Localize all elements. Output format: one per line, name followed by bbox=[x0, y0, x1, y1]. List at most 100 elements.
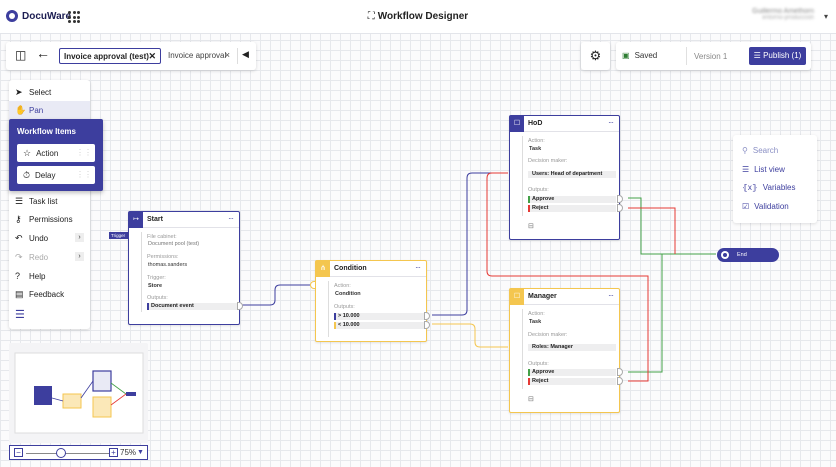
output-port[interactable] bbox=[617, 368, 623, 376]
node-end[interactable]: End bbox=[717, 248, 779, 262]
delay-item[interactable]: ⏱Delay ⋮⋮ bbox=[17, 166, 95, 184]
key-icon: ⚷ bbox=[15, 214, 22, 224]
more-options-icon[interactable]: ··· bbox=[608, 118, 614, 127]
end-icon bbox=[721, 251, 729, 259]
divider bbox=[686, 47, 687, 65]
divider bbox=[328, 281, 329, 337]
workflow-items-panel: Workflow Items ☆Action ⋮⋮ ⏱Delay ⋮⋮ bbox=[9, 119, 103, 191]
close-icon[interactable]: ✕ bbox=[148, 51, 156, 61]
node-hod[interactable]: ☐ HoD ··· Action: Task Decision maker: U… bbox=[509, 115, 623, 240]
trigger-badge[interactable]: Trigger bbox=[109, 232, 129, 239]
layout-toggle-icon[interactable]: ◫ bbox=[15, 48, 27, 62]
publish-button[interactable]: ☰ Publish (1) bbox=[749, 47, 806, 65]
sidebar-collapse[interactable]: ☰ bbox=[9, 306, 90, 324]
condition-icon: ⋔ bbox=[316, 261, 330, 277]
zoom-slider-thumb[interactable] bbox=[56, 448, 66, 458]
publish-icon: ☰ bbox=[753, 51, 761, 60]
node-start[interactable]: ↦ Start ··· File cabinet: Document pool … bbox=[128, 211, 243, 325]
output-port[interactable] bbox=[237, 302, 243, 310]
hand-icon: ✋ bbox=[15, 105, 27, 115]
output-less[interactable]: < 10.000 bbox=[334, 322, 424, 329]
divider bbox=[522, 136, 523, 216]
input-port[interactable] bbox=[310, 281, 316, 289]
timer-icon: ⏱ bbox=[23, 170, 31, 180]
sidebar-item-feedback[interactable]: ▤Feedback bbox=[9, 285, 90, 303]
chevron-down-icon[interactable]: ▼ bbox=[137, 449, 144, 456]
output-approve[interactable]: Approve bbox=[528, 369, 616, 376]
start-icon: ↦ bbox=[129, 212, 143, 228]
cursor-icon: ➤ bbox=[15, 87, 23, 97]
back-arrow-icon[interactable]: ← bbox=[36, 45, 50, 61]
output-port[interactable] bbox=[424, 321, 430, 329]
chevron-down-icon[interactable]: ▾ bbox=[823, 12, 828, 21]
sidebar-item-select[interactable]: ➤Select bbox=[9, 83, 90, 101]
page-title: ⛶Workflow Designer bbox=[367, 11, 469, 22]
zoom-control: − + 75% ▼ bbox=[9, 445, 148, 460]
workflow-icon: ⛶ bbox=[367, 11, 375, 22]
workflow-items-title: Workflow Items bbox=[17, 127, 76, 136]
output-document-event[interactable]: Document event bbox=[147, 303, 237, 310]
node-condition[interactable]: ⋔ Condition ··· Action: Condition Output… bbox=[310, 260, 430, 342]
chevron-right-icon[interactable]: › bbox=[75, 233, 84, 242]
output-reject[interactable]: Reject bbox=[528, 378, 616, 385]
wire-manager-reject-hod bbox=[486, 172, 649, 382]
sidebar-item-pan[interactable]: ✋Pan bbox=[9, 101, 90, 119]
wire-hod-reject bbox=[628, 207, 676, 254]
right-tools-panel: ⚲Search ☰List view ⦃x⦄Variables ☑Validat… bbox=[733, 135, 817, 223]
task-icon: ☐ bbox=[510, 289, 524, 305]
sidebar-item-help[interactable]: ?Help bbox=[9, 267, 90, 285]
action-item[interactable]: ☆Action ⋮⋮ bbox=[17, 144, 95, 162]
output-port[interactable] bbox=[617, 195, 623, 203]
variables-icon: ⦃x⦄ bbox=[742, 183, 758, 192]
minimap-canvas bbox=[14, 352, 144, 434]
checklist-icon: ☰ bbox=[15, 196, 24, 206]
wire-condition-manager bbox=[432, 323, 508, 348]
more-options-icon[interactable]: ··· bbox=[228, 214, 234, 223]
app-launcher-icon[interactable] bbox=[68, 11, 81, 24]
close-icon[interactable]: × bbox=[224, 50, 230, 60]
collapse-left-icon[interactable]: ◀ bbox=[242, 49, 249, 59]
brand-name: DocuWare bbox=[22, 10, 72, 22]
search-button[interactable]: ⚲Search bbox=[742, 146, 779, 155]
user-org: entorno-producción bbox=[762, 15, 814, 21]
publish-toolbar: ▣Saved Version 1 ☰ Publish (1) bbox=[616, 42, 811, 70]
output-port[interactable] bbox=[424, 312, 430, 320]
more-options-icon[interactable]: ··· bbox=[415, 263, 421, 272]
user-menu[interactable]: Guillermo Amethorn entorno-producción bbox=[752, 8, 814, 21]
redo-icon: ↷ bbox=[15, 252, 23, 262]
more-options-icon[interactable]: ··· bbox=[608, 291, 614, 300]
zoom-out-button[interactable]: − bbox=[14, 448, 23, 457]
top-bar: DocuWare ⛶Workflow Designer Guillermo Am… bbox=[0, 0, 836, 34]
undo-icon: ↶ bbox=[15, 233, 23, 243]
sidebar-item-undo[interactable]: ↶Undo › bbox=[9, 229, 90, 247]
sidebar-item-permissions[interactable]: ⚷Permissions bbox=[9, 210, 90, 228]
sidebar-item-task-list[interactable]: ☰Task list bbox=[9, 192, 90, 210]
variables-button[interactable]: ⦃x⦄Variables bbox=[742, 183, 796, 192]
validation-button[interactable]: ☑Validation bbox=[742, 202, 789, 211]
chevron-right-icon[interactable]: › bbox=[75, 252, 84, 261]
wire-start-condition bbox=[241, 284, 310, 306]
output-reject[interactable]: Reject bbox=[528, 205, 616, 212]
settings-button[interactable]: ⚙ bbox=[581, 42, 610, 70]
output-approve[interactable]: Approve bbox=[528, 196, 616, 203]
node-header: ☐ HoD ··· bbox=[510, 116, 619, 132]
gear-icon: ⚙ bbox=[589, 48, 602, 63]
minimap[interactable] bbox=[9, 343, 148, 443]
saved-check-icon: ▣ bbox=[622, 51, 630, 60]
sidebar-item-redo[interactable]: ↷Redo › bbox=[9, 248, 90, 266]
tab-invoice-approval[interactable]: Invoice approval × bbox=[168, 50, 230, 60]
zoom-in-button[interactable]: + bbox=[109, 448, 118, 457]
drag-handle-icon[interactable]: ⋮⋮ bbox=[76, 170, 92, 179]
search-icon: ⚲ bbox=[742, 146, 748, 155]
zoom-level: 75% bbox=[120, 448, 137, 457]
brand-logo[interactable]: DocuWare bbox=[6, 10, 71, 22]
tab-invoice-approval-test[interactable]: Invoice approval (test) ✕ bbox=[59, 48, 161, 64]
output-port[interactable] bbox=[617, 204, 623, 212]
output-port[interactable] bbox=[617, 377, 623, 385]
wire-hod-approve-end bbox=[628, 197, 716, 255]
node-manager[interactable]: ☐ Manager ··· Action: Task Decision make… bbox=[509, 288, 623, 413]
drag-handle-icon[interactable]: ⋮⋮ bbox=[76, 148, 92, 157]
list-view-button[interactable]: ☰List view bbox=[742, 165, 785, 174]
zoom-slider-track[interactable] bbox=[26, 453, 110, 454]
output-greater[interactable]: > 10.000 bbox=[334, 313, 424, 320]
